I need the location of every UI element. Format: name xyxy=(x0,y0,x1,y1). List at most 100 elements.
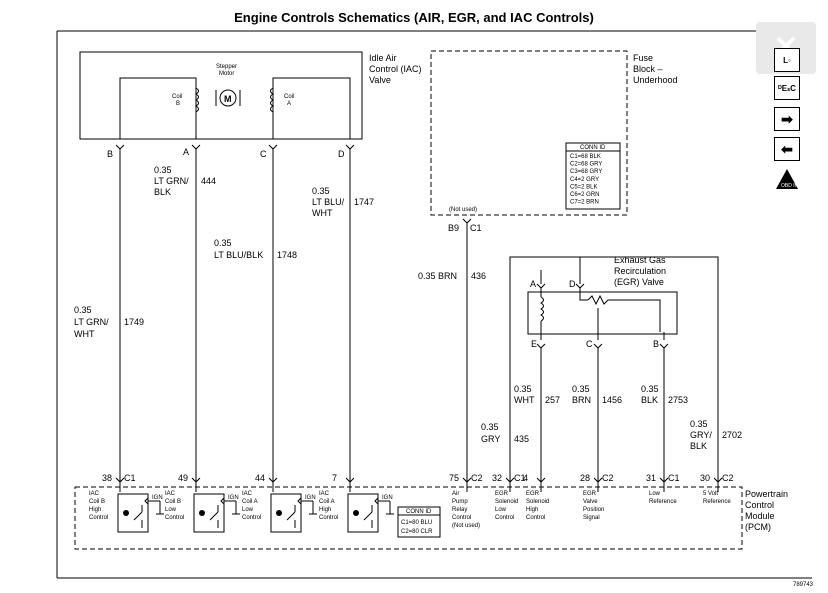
pcm-pin-number: 7 xyxy=(332,473,337,483)
driver-icon xyxy=(123,510,129,516)
pcm-terminal-desc: Control xyxy=(452,515,471,521)
pcm-conn-row-1: C1=80 BLU xyxy=(401,520,432,526)
wire-1456-color: BRN xyxy=(572,395,591,405)
ign-label: IGN xyxy=(228,495,239,501)
pcm-terminal-desc: Relay xyxy=(452,507,467,513)
wire-2753-size: 0.35 xyxy=(641,384,659,394)
iac-pin-c: C xyxy=(260,149,267,159)
wire-436-size: 0.35 BRN xyxy=(418,271,457,281)
wire-257-circuit: 257 xyxy=(545,395,560,405)
wire-1748-color: LT BLU/BLK xyxy=(214,250,263,260)
pcm-terminal-desc: Control xyxy=(319,515,338,521)
pcm-terminal-desc: Control xyxy=(526,515,545,521)
locator-button[interactable]: L◦ xyxy=(774,48,800,72)
wire-1749-color-2: WHT xyxy=(74,329,95,339)
iac-pin-a: A xyxy=(183,147,189,157)
pcm-connector: C1 xyxy=(668,473,680,483)
wire-1456-size: 0.35 xyxy=(572,384,590,394)
wire-1749-color-1: LT GRN/ xyxy=(74,317,109,327)
pcm-terminal-desc: EGR xyxy=(526,491,540,497)
pcm-terminal-desc: Coil A xyxy=(242,499,258,505)
fuse-label-2: Block – xyxy=(633,64,663,74)
pcm-terminal-desc: Coil B xyxy=(89,499,105,505)
pcm-conn-title: CONN ID xyxy=(406,509,432,515)
pcm-connector: C2 xyxy=(471,473,483,483)
coil-a-label-2: A xyxy=(287,101,291,107)
fuse-conn-row: C6=2 GRN xyxy=(570,192,600,198)
stepper-motor-icon: M xyxy=(224,94,232,104)
wire-1747-color-2: WHT xyxy=(312,208,333,218)
fuse-conn-row: C5=2 BLK xyxy=(570,184,598,190)
pcm-terminal-desc: 5 Volt xyxy=(703,491,718,497)
motor-label-1: Stepper xyxy=(216,64,237,70)
coil-b-label-2: B xyxy=(176,101,180,107)
pcm-terminal-desc: IAC xyxy=(242,491,253,497)
pcm-terminal-desc: Solenoid xyxy=(495,499,518,505)
description-button[interactable]: ᴰEₛC xyxy=(774,76,800,100)
wire-1747-circuit: 1747 xyxy=(354,197,374,207)
pcm-terminal-desc: IAC xyxy=(319,491,330,497)
pcm-terminal-desc: High xyxy=(89,507,101,513)
pcm-pin-number: 49 xyxy=(178,473,188,483)
pcm-label-1: Powertrain xyxy=(745,489,788,499)
obd-warning-icon: OBD II xyxy=(776,169,798,189)
pcm-terminal-desc: Air xyxy=(452,491,459,497)
wire-444-circuit: 444 xyxy=(201,176,216,186)
pcm-connector: C1 xyxy=(514,473,526,483)
obd-label: OBD II xyxy=(781,183,796,189)
wire-444-color-2: BLK xyxy=(154,187,171,197)
pcm-terminal-desc: Pump xyxy=(452,499,468,505)
wire-444-size: 0.35 xyxy=(154,165,172,175)
pcm-terminal-desc: (Not used) xyxy=(452,523,480,529)
pcm-connector: C1 xyxy=(124,473,136,483)
wire-2753-circuit: 2753 xyxy=(668,395,688,405)
ign-label: IGN xyxy=(152,495,163,501)
pcm-pin-number: 32 xyxy=(492,473,502,483)
next-button[interactable]: ➡ xyxy=(774,107,800,131)
pcm-connector: C2 xyxy=(602,473,614,483)
pcm-terminal-desc: Control xyxy=(89,515,108,521)
previous-arrow-icon: ⬅ xyxy=(781,140,793,157)
pcm-terminal-desc: Solenoid xyxy=(526,499,549,505)
pcm-terminal-desc: Reference xyxy=(703,499,731,505)
wire-257-color: WHT xyxy=(514,395,535,405)
figure-id: 789743 xyxy=(793,582,814,588)
iac-label-3: Valve xyxy=(369,75,391,85)
previous-button[interactable]: ⬅ xyxy=(774,137,800,161)
pcm-terminal-desc: Reference xyxy=(649,499,677,505)
fuse-conn-row: C7=2 BRN xyxy=(570,200,599,206)
wire-2702-color-2: BLK xyxy=(690,441,707,451)
pcm-pin-number: 4 xyxy=(523,473,528,483)
pcm-pin-number: 44 xyxy=(255,473,265,483)
iac-pin-b: B xyxy=(107,149,113,159)
pcm-terminal-desc: Low xyxy=(242,507,254,513)
wire-444-color-1: LT GRN/ xyxy=(154,176,189,186)
egr-label-1: Exhaust Gas xyxy=(614,255,666,265)
pcm-terminal-desc: EGR xyxy=(495,491,509,497)
pcm-box xyxy=(74,486,743,550)
pcm-label-3: Module xyxy=(745,511,775,521)
fuse-conn-title: CONN ID xyxy=(580,145,606,151)
egr-pin-c: C xyxy=(586,339,593,349)
pcm-pin-number: 38 xyxy=(102,473,112,483)
driver-icon xyxy=(199,510,205,516)
egr-pin-a: A xyxy=(530,279,536,289)
obd-button[interactable]: OBD II xyxy=(775,168,799,190)
pcm-terminal-desc: Coil B xyxy=(165,499,181,505)
pcm-terminal-desc: Valve xyxy=(583,499,598,505)
pcm-pin-number: 30 xyxy=(700,473,710,483)
fuse-label-1: Fuse xyxy=(633,53,653,63)
driver-icon xyxy=(353,510,359,516)
egr-label-3: (EGR) Valve xyxy=(614,277,664,287)
wire-1749-size: 0.35 xyxy=(74,305,92,315)
fuse-conn-row: C2=68 GRY xyxy=(570,162,602,168)
wire-1747-size: 0.35 xyxy=(312,186,330,196)
egr-pin-b: B xyxy=(653,339,659,349)
fuse-conn-row: C1=68 BLK xyxy=(570,154,601,160)
wire-2702-color-1: GRY/ xyxy=(690,430,712,440)
next-arrow-icon: ➡ xyxy=(781,110,793,127)
